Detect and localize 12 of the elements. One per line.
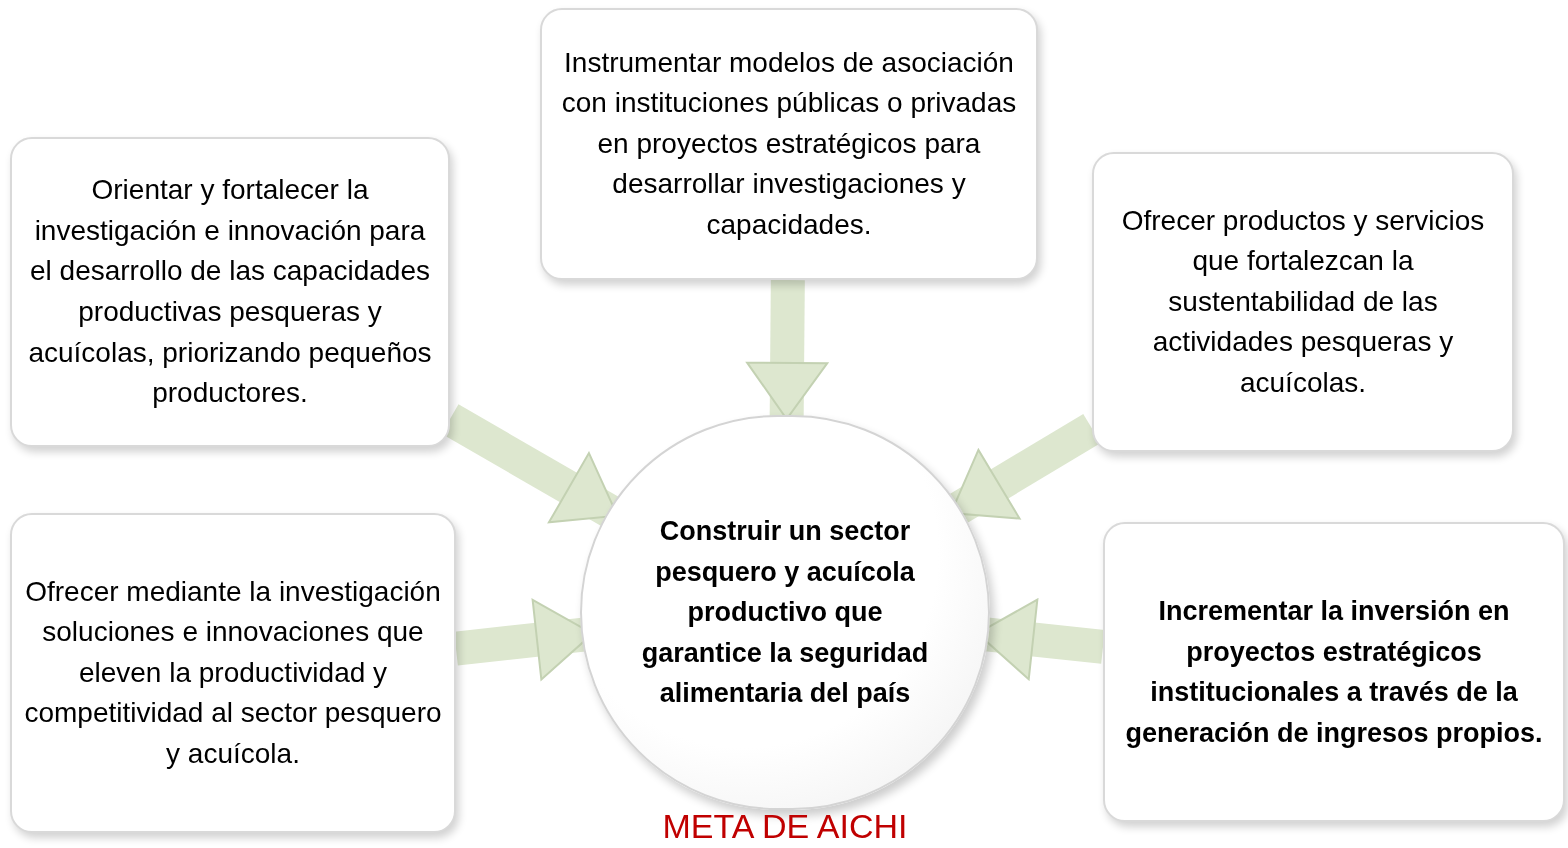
node-text: Incrementar la inversión en proyectos estratégicos institucionales a través de la generación de ingresos propios. — [1124, 595, 1544, 750]
objective-box — [1092, 152, 1514, 452]
goal-caption: META DE AICHI — [662, 808, 908, 846]
node-text: Ofrecer productos y servicios que fortalezcan la sustentabilidad de las actividades pesqueras y acuícolas. — [1120, 203, 1486, 400]
node-text: Construir un sector pesquero y acuícola productivo que garantice la seguridad alimentaria del país — [640, 515, 930, 711]
node-text: Instrumentar modelos de asociación con instituciones públicas o privadas en proyectos estratégicos para desarrollar investigaciones y capacidades. — [560, 45, 1018, 242]
objective-box — [10, 513, 456, 833]
objective-box — [540, 8, 1038, 280]
node-text: Ofrecer mediante la investigación soluciones e innovaciones que eleven la productividad y competitividad al sector pesquero y acuícola. — [24, 574, 442, 771]
objective-box — [1103, 522, 1565, 822]
node-text: Orientar y fortalecer la investigación e innovación para el desarrollo de las capacidades productivas pesqueras y acuícolas, priorizando pequeños productores. — [27, 173, 433, 411]
objective-box — [10, 137, 450, 447]
